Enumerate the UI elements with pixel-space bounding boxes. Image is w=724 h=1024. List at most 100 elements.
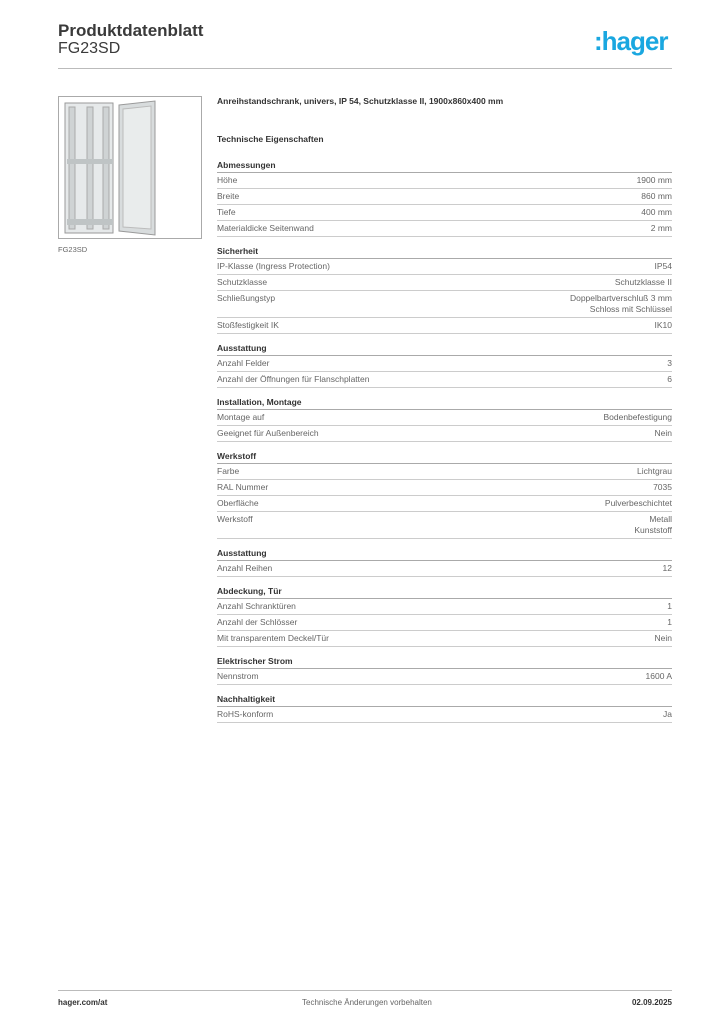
header-divider: [58, 68, 672, 69]
property-row: Geeignet für Außenbereich Nein: [217, 426, 672, 442]
footer-website-link[interactable]: hager.com/at: [58, 998, 108, 1007]
property-row: IP-Klasse (Ingress Protection)IP54: [217, 259, 672, 275]
product-image: [58, 96, 202, 239]
property-label: Montage auf: [217, 412, 265, 422]
property-value: Schutzklasse II: [615, 277, 672, 288]
group-heading: Werkstoff: [217, 451, 672, 464]
property-value-line: 400 mm: [641, 207, 672, 217]
property-row: Materialdicke Seitenwand 2 mm: [217, 221, 672, 237]
section-title: Technische Eigenschaften: [217, 134, 324, 144]
property-label: Schutzklasse: [217, 277, 268, 287]
property-row: Anzahl Reihen 12: [217, 561, 672, 577]
page-title: Produktdatenblatt: [58, 21, 204, 40]
group-heading: Ausstattung: [217, 343, 672, 356]
property-value-line: 860 mm: [641, 191, 672, 201]
hager-logo: :hager: [594, 26, 668, 56]
property-row: RAL Nummer 7035: [217, 480, 672, 496]
property-label: Schließungstyp: [217, 293, 276, 303]
property-label: Materialdicke Seitenwand: [217, 223, 314, 233]
property-value: 7035: [653, 482, 672, 493]
group-heading: Elektrischer Strom: [217, 656, 672, 669]
property-value-line: 1600 A: [645, 671, 672, 681]
property-value: 1600 A: [646, 671, 672, 682]
property-row: Mit transparentem Deckel/Tür Nein: [217, 631, 672, 647]
property-row: RoHS-konform Ja: [217, 707, 672, 723]
property-value-line: 1900 mm: [636, 175, 672, 185]
group-heading: Sicherheit: [217, 246, 672, 259]
property-label: Anzahl Felder: [217, 358, 270, 368]
property-label: Anzahl der Schlösser: [217, 617, 298, 627]
property-label: Anzahl Schranktüren: [217, 601, 296, 611]
property-value-line: Nein: [654, 633, 672, 643]
footer-divider: [58, 990, 672, 991]
property-row: Anzahl Felder 3: [217, 356, 672, 372]
property-label: Breite: [217, 191, 240, 201]
property-label: Anzahl Reihen: [217, 563, 273, 573]
footer-date: 02.09.2025: [631, 998, 672, 1007]
group-heading: Ausstattung: [217, 548, 672, 561]
property-value: Nein: [655, 428, 672, 439]
property-row: Nennstrom 1600 A: [217, 669, 672, 685]
property-row: Stoßfestigkeit IK IK10: [217, 318, 672, 334]
property-value: 2 mm: [651, 223, 672, 234]
property-value-line: Doppelbartverschluß 3 mm: [569, 293, 672, 303]
property-value: 12: [663, 563, 672, 574]
property-value-line: Lichtgrau: [637, 466, 672, 476]
property-label: Geeignet für Außenbereich: [217, 428, 319, 438]
property-value: Ja: [663, 709, 672, 720]
property-label: Höhe: [217, 175, 238, 185]
property-value-line: IK10: [654, 320, 673, 330]
property-value-line: Schutzklasse II: [614, 277, 672, 287]
product-description: Anreihstandschrank, univers, IP 54, Schu…: [217, 96, 504, 106]
property-row: Anzahl Schranktüren 1: [217, 599, 672, 615]
property-value-line: 12: [662, 563, 672, 573]
property-value-line: 1: [667, 617, 672, 627]
property-value: IK10: [655, 320, 673, 331]
property-label: Oberfläche: [217, 498, 259, 508]
property-value: IP54: [655, 261, 673, 272]
property-row: Höhe 1900 mm: [217, 173, 672, 189]
product-code: FG23SD: [58, 40, 121, 57]
property-label: RAL Nummer: [217, 482, 269, 492]
property-label: RoHS-konform: [217, 709, 274, 719]
property-value: Pulverbeschichtet: [605, 498, 672, 509]
property-value-line: 7035: [653, 482, 672, 492]
property-value-line: Kunststoff: [634, 525, 672, 535]
property-value-line: IP54: [654, 261, 673, 271]
property-value-line: Metall: [649, 514, 672, 524]
property-row: Schutzklasse Schutzklasse II: [217, 275, 672, 291]
property-value-line: Pulverbeschichtet: [604, 498, 672, 508]
property-value: 1900 mm: [637, 175, 672, 186]
group-heading: Installation, Montage: [217, 397, 672, 410]
group-heading: Nachhaltigkeit: [217, 694, 672, 707]
property-value: 3: [667, 358, 672, 369]
product-details: Anreihstandschrank, univers, IP 54, Schu…: [217, 96, 672, 732]
image-caption: FG23SD: [58, 245, 88, 254]
property-value-line: Bodenbefestigung: [603, 412, 672, 422]
property-row: Oberfläche Pulverbeschichtet: [217, 496, 672, 512]
property-value: 1: [667, 617, 672, 628]
property-label: Stoßfestigkeit IK: [217, 320, 279, 330]
property-row: Breite 860 mm: [217, 189, 672, 205]
property-row: Anzahl der Schlösser 1: [217, 615, 672, 631]
property-value: Nein: [655, 633, 672, 644]
property-label: Nennstrom: [217, 671, 259, 681]
property-value: 1: [667, 601, 672, 612]
group-heading: Abdeckung, Tür: [217, 586, 672, 599]
group-heading: Abmessungen: [217, 160, 672, 173]
property-value: 860 mm: [641, 191, 672, 202]
property-label: Mit transparentem Deckel/Tür: [217, 633, 329, 643]
